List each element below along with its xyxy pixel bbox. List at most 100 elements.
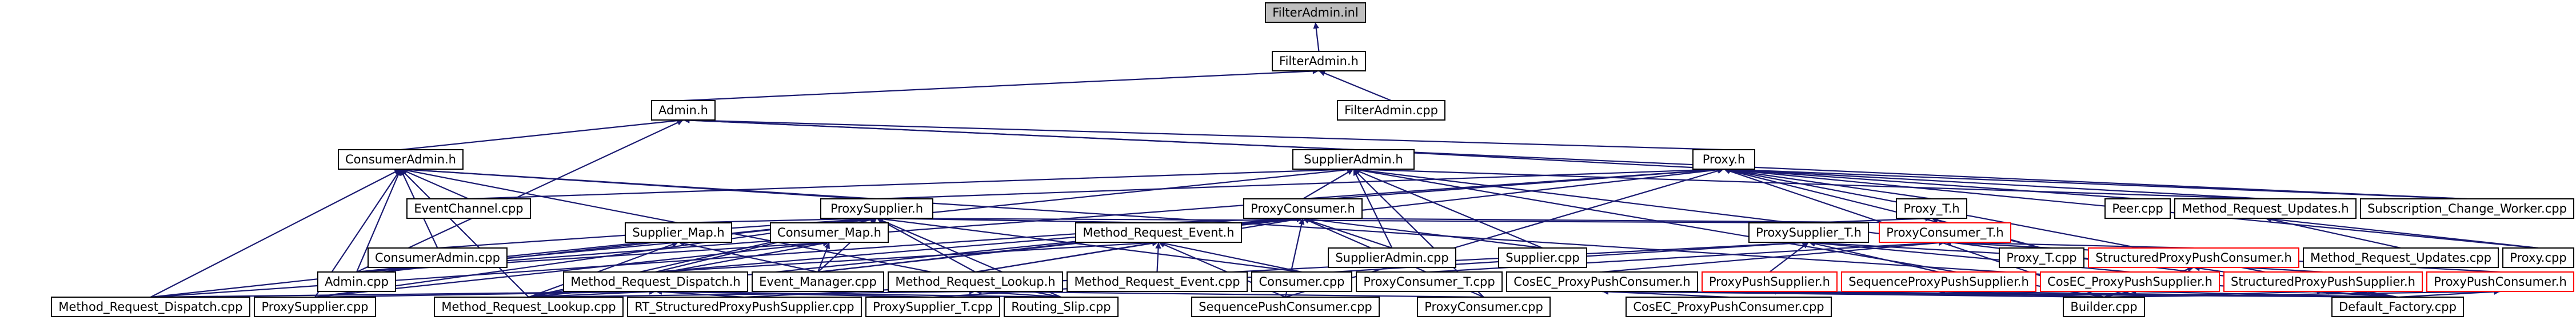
node-label: ProxyPushConsumer.h xyxy=(2434,275,2567,289)
node-method-request-event-cpp[interactable]: Method_Request_Event.cpp xyxy=(1067,271,1248,292)
node-proxysupplier-cpp[interactable]: ProxySupplier.cpp xyxy=(254,297,376,317)
node-proxysupplier-h[interactable]: ProxySupplier.h xyxy=(820,198,933,219)
node-label: Proxy.cpp xyxy=(2510,251,2566,265)
node-label: Method_Request_Event.cpp xyxy=(1074,275,1240,289)
node-proxyconsumer-cpp[interactable]: ProxyConsumer.cpp xyxy=(1417,297,1551,317)
node-box xyxy=(406,198,531,219)
edge-n28-to-n17 xyxy=(975,241,1159,273)
node-eventchannel-cpp[interactable]: EventChannel.cpp xyxy=(406,198,531,219)
node-supplier-cpp[interactable]: Supplier.cpp xyxy=(1498,247,1587,268)
node-label: SupplierAdmin.h xyxy=(1304,153,1403,166)
edge-n25-to-n3 xyxy=(356,119,684,273)
edge-n13-to-n6 xyxy=(1723,168,2467,200)
edge-n23-to-n12 xyxy=(2265,217,2401,249)
node-method-request-updates-cpp[interactable]: Method_Request_Updates.cpp xyxy=(2303,247,2499,268)
edge-n3-to-n1 xyxy=(683,70,1319,102)
node-rt-structuredproxypushsupplier-cpp[interactable]: RT_StructuredProxyPushSupplier.cpp xyxy=(627,297,862,317)
node-box xyxy=(368,247,508,268)
node-proxypushconsumer-h[interactable]: ProxyPushConsumer.h xyxy=(2426,271,2574,292)
node-method-request-dispatch-h[interactable]: Method_Request_Dispatch.h xyxy=(563,271,748,292)
node-method-request-updates-h[interactable]: Method_Request_Updates.h xyxy=(2174,198,2357,219)
node-admin-h[interactable]: Admin.h xyxy=(651,100,716,121)
node-label: ProxySupplier_T.h xyxy=(1756,226,1862,240)
node-proxy-cpp[interactable]: Proxy.cpp xyxy=(2502,247,2574,268)
edge-n19-to-n9 xyxy=(1303,217,1543,249)
node-proxyconsumer-t-cpp[interactable]: ProxyConsumer_T.cpp xyxy=(1356,271,1503,292)
node-proxyconsumer-h[interactable]: ProxyConsumer.h xyxy=(1243,198,1363,219)
node-label: ProxyPushSupplier.h xyxy=(1709,275,1830,289)
edge-arrowhead xyxy=(1159,242,1165,248)
node-box xyxy=(1004,297,1119,317)
node-proxy-t-h[interactable]: Proxy_T.h xyxy=(1896,198,1967,219)
node-peer-cpp[interactable]: Peer.cpp xyxy=(2104,198,2171,219)
node-method-request-dispatch-cpp[interactable]: Method_Request_Dispatch.cpp xyxy=(51,297,250,317)
node-box xyxy=(317,271,396,292)
node-label: Method_Request_Dispatch.cpp xyxy=(58,300,242,314)
edge-arrowhead xyxy=(1299,218,1305,225)
edge-arrowhead xyxy=(672,241,678,247)
node-proxyconsumer-t-h[interactable]: ProxyConsumer_T.h xyxy=(1879,222,2011,243)
node-supplieradmin-h[interactable]: SupplierAdmin.h xyxy=(1292,149,1415,170)
edge-n49-to-n38 xyxy=(2397,290,2501,298)
node-box xyxy=(1879,222,2011,243)
node-structuredproxypushconsumer-h[interactable]: StructuredProxyPushConsumer.h xyxy=(2088,247,2299,268)
node-supplier-map-h[interactable]: Supplier_Map.h xyxy=(625,222,732,243)
node-label: ProxySupplier.h xyxy=(830,202,923,215)
node-sequenceproxypushsupplier-h[interactable]: SequenceProxyPushSupplier.h xyxy=(1841,271,2036,292)
node-filteradmin-cpp[interactable]: FilterAdmin.cpp xyxy=(1337,100,1445,121)
edge-n24-to-n12 xyxy=(2265,217,2539,249)
node-proxy-h[interactable]: Proxy.h xyxy=(1692,149,1755,170)
node-box xyxy=(627,297,862,317)
node-cosec-proxypushconsumer-cpp[interactable]: CosEC_ProxyPushConsumer.cpp xyxy=(1626,297,1832,317)
node-admin-cpp[interactable]: Admin.cpp xyxy=(317,271,396,292)
node-routing-slip-cpp[interactable]: Routing_Slip.cpp xyxy=(1004,297,1119,317)
node-consumer-cpp[interactable]: Consumer.cpp xyxy=(1251,271,1352,292)
node-event-manager-cpp[interactable]: Event_Manager.cpp xyxy=(752,271,884,292)
node-box xyxy=(2502,247,2574,268)
node-subscription-change-worker-cpp[interactable]: Subscription_Change_Worker.cpp xyxy=(2360,198,2574,219)
node-label: RT_StructuredProxyPushSupplier.cpp xyxy=(634,300,854,314)
edge-n2-to-n1 xyxy=(1319,70,1392,102)
node-sequencepushconsumer-cpp[interactable]: SequencePushConsumer.cpp xyxy=(1191,297,1380,317)
node-consumeradmin-h[interactable]: ConsumerAdmin.h xyxy=(338,149,464,170)
edge-n6-to-n3 xyxy=(683,119,1724,151)
node-method-request-lookup-cpp[interactable]: Method_Request_Lookup.cpp xyxy=(434,297,624,317)
node-structuredproxypushsupplier-h[interactable]: StructuredProxyPushSupplier.h xyxy=(2223,271,2423,292)
node-box xyxy=(2040,271,2220,292)
node-label: Method_Request_Lookup.cpp xyxy=(441,300,616,314)
node-label: FilterAdmin.cpp xyxy=(1344,103,1438,117)
edge-n41-to-n27 xyxy=(528,290,656,298)
node-proxy-t-cpp[interactable]: Proxy_T.cpp xyxy=(1999,247,2084,268)
node-method-request-event-h[interactable]: Method_Request_Event.h xyxy=(1075,222,1242,243)
node-cosec-proxypushconsumer-h[interactable]: CosEC_ProxyPushConsumer.h xyxy=(1506,271,1698,292)
node-cosec-proxypushsupplier-h[interactable]: CosEC_ProxyPushSupplier.h xyxy=(2040,271,2220,292)
node-box xyxy=(1191,297,1380,317)
node-label: StructuredProxyPushConsumer.h xyxy=(2095,251,2292,265)
node-proxypushsupplier-h[interactable]: ProxyPushSupplier.h xyxy=(1702,271,1838,292)
node-box xyxy=(1896,198,1967,219)
edge-arrowhead xyxy=(1313,22,1319,29)
edge-n48-to-n38 xyxy=(2103,290,2501,298)
node-label: SequencePushConsumer.cpp xyxy=(1199,300,1372,314)
node-builder-cpp[interactable]: Builder.cpp xyxy=(2063,297,2145,317)
node-label: Supplier.cpp xyxy=(1505,251,1579,265)
node-box xyxy=(1292,149,1415,170)
edge-n30-to-n8 xyxy=(876,217,1302,273)
node-box xyxy=(2104,198,2171,219)
node-proxysupplier-t-h[interactable]: ProxySupplier_T.h xyxy=(1748,222,1869,243)
node-filteradmin-inl[interactable]: FilterAdmin.inl xyxy=(1265,2,1366,23)
node-label: Event_Manager.cpp xyxy=(759,275,877,289)
node-consumer-map-h[interactable]: Consumer_Map.h xyxy=(770,222,889,243)
node-method-request-lookup-h[interactable]: Method_Request_Lookup.h xyxy=(888,271,1063,292)
node-proxysupplier-t-cpp[interactable]: ProxySupplier_T.cpp xyxy=(865,297,1000,317)
node-filteradmin-h[interactable]: FilterAdmin.h xyxy=(1272,51,1366,71)
node-default-factory-cpp[interactable]: Default_Factory.cpp xyxy=(2331,297,2464,317)
node-box xyxy=(770,222,889,243)
node-consumeradmin-cpp[interactable]: ConsumerAdmin.cpp xyxy=(368,247,508,268)
node-label: ProxySupplier.cpp xyxy=(261,300,368,314)
edge-arrowhead xyxy=(877,218,884,224)
edge-n34-to-n20 xyxy=(1808,241,1939,273)
node-box xyxy=(51,297,250,317)
node-supplieradmin-cpp[interactable]: SupplierAdmin.cpp xyxy=(1328,247,1456,268)
node-box xyxy=(625,222,732,243)
